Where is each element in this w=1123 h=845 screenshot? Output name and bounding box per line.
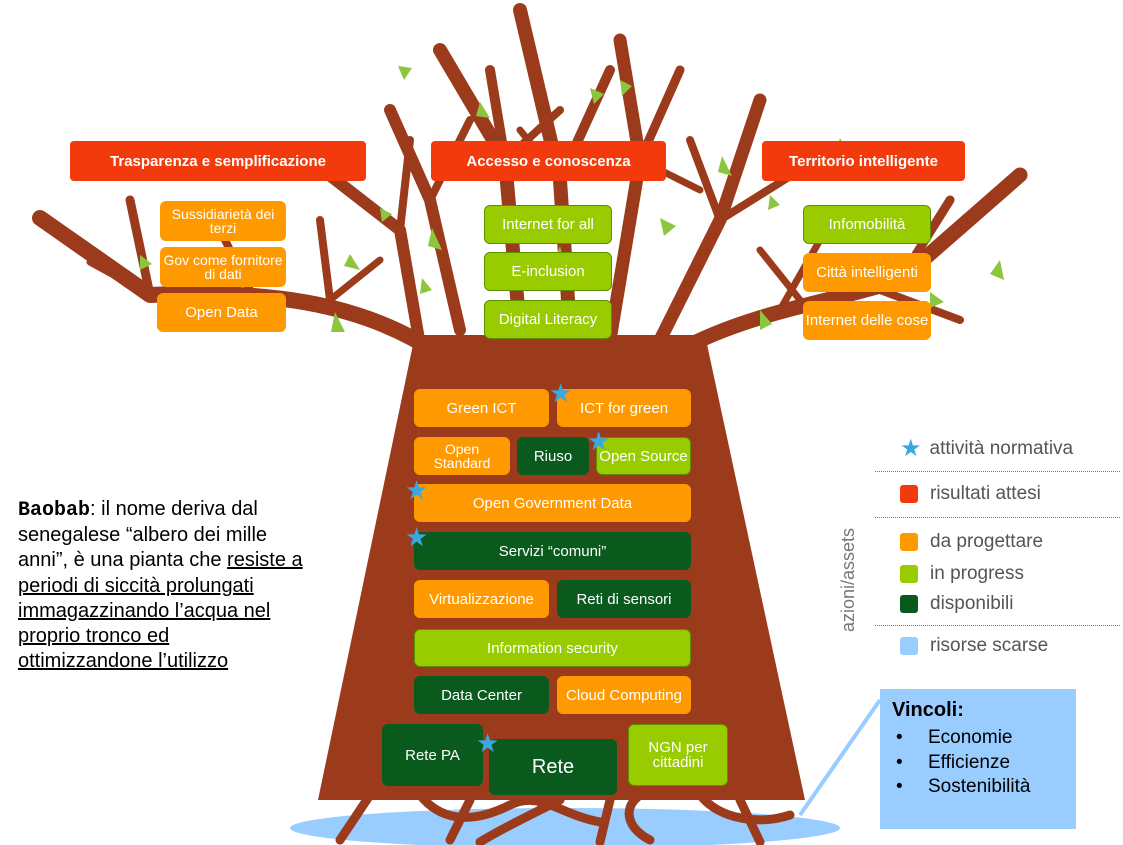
legend-red-label: risultati attesi: [930, 483, 1041, 504]
legend-lgreen: in progress: [900, 563, 1024, 585]
legend-red: risultati attesi: [900, 483, 1041, 505]
constraint-connector: [798, 698, 882, 817]
legend-star-label: attività normativa: [929, 438, 1074, 459]
item-subsidiarity: Sussidiarietà dei terzi: [160, 201, 286, 241]
legend-lgreen-swatch: [900, 565, 918, 583]
item-rete: Rete: [489, 739, 617, 795]
legend-divider: [875, 625, 1120, 626]
legend-blue-swatch: [900, 637, 918, 655]
item-green-ict: Green ICT: [414, 389, 549, 427]
item-e-inclusion: E-inclusion: [484, 252, 612, 291]
star-icon: ★: [405, 522, 429, 552]
legend-orange-label: da progettare: [930, 531, 1044, 552]
star-icon: ★: [900, 435, 922, 462]
item-open-source: Open Source: [596, 437, 691, 475]
item-digital-literacy: Digital Literacy: [484, 300, 612, 339]
item-virtualizzazione: Virtualizzazione: [414, 580, 549, 618]
item-servizi-comuni: Servizi “comuni”: [414, 532, 691, 570]
legend-dgreen: disponibili: [900, 593, 1013, 615]
item-gov-data: Gov come fornitore di dati: [160, 247, 286, 287]
baobab-note: Baobab: il nome deriva dal senegalese “a…: [18, 497, 303, 674]
star-icon: ★: [476, 728, 500, 758]
legend-orange: da progettare: [900, 531, 1043, 553]
item-cloud: Cloud Computing: [557, 676, 691, 714]
legend-lgreen-label: in progress: [930, 563, 1024, 584]
legend-axis-label: azioni/assets: [838, 527, 858, 632]
goal-access: Accesso e conoscenza: [431, 141, 666, 181]
item-internet-for-all: Internet for all: [484, 205, 612, 244]
goal-transparency: Trasparenza e semplificazione: [70, 141, 366, 181]
legend-divider: [875, 471, 1120, 472]
constraints-list: Economie Efficienze Sostenibilità: [892, 726, 1064, 800]
item-ict-for-green: ICT for green: [557, 389, 691, 427]
item-info-security: Information security: [414, 629, 691, 667]
baobab-word: Baobab: [18, 499, 91, 522]
constraint-item: Sostenibilità: [896, 775, 1064, 800]
item-smart-cities: Città intelligenti: [803, 253, 931, 292]
item-open-data: Open Data: [157, 293, 286, 332]
item-iot: Internet delle cose: [803, 301, 931, 340]
goal-territory: Territorio intelligente: [762, 141, 965, 181]
constraint-item: Efficienze: [896, 751, 1064, 776]
legend-orange-swatch: [900, 533, 918, 551]
tree-roots: [335, 790, 795, 845]
constraints-box: Vincoli: Economie Efficienze Sostenibili…: [880, 689, 1076, 829]
star-icon: ★: [587, 426, 611, 456]
legend-blue-label: risorse scarse: [930, 635, 1049, 656]
item-infomobility: Infomobilità: [803, 205, 931, 244]
item-riuso: Riuso: [517, 437, 589, 475]
item-ngn: NGN per cittadini: [628, 724, 728, 786]
baobab-underlined: resiste a periodi di siccità prolungati …: [18, 549, 303, 673]
leaf-icons: [140, 66, 1004, 332]
item-reti-sensori: Reti di sensori: [557, 580, 691, 618]
legend-star: ★ attività normativa: [900, 437, 1073, 461]
legend-divider: [875, 517, 1120, 518]
item-open-gov-data: Open Government Data: [414, 484, 691, 522]
item-data-center: Data Center: [414, 676, 549, 714]
legend-dgreen-label: disponibili: [930, 593, 1014, 614]
constraint-item: Economie: [896, 726, 1064, 751]
star-icon: ★: [405, 475, 429, 505]
baobab-intro: : il nome deriva dal senegalese “albero …: [18, 498, 268, 572]
legend-dgreen-swatch: [900, 595, 918, 613]
water-pool: [290, 808, 840, 845]
star-icon: ★: [549, 378, 573, 408]
item-rete-pa: Rete PA: [382, 724, 483, 786]
legend-red-swatch: [900, 485, 918, 503]
item-open-standard: Open Standard: [414, 437, 510, 475]
constraints-title: Vincoli:: [892, 699, 964, 721]
legend-blue: risorse scarse: [900, 635, 1048, 657]
